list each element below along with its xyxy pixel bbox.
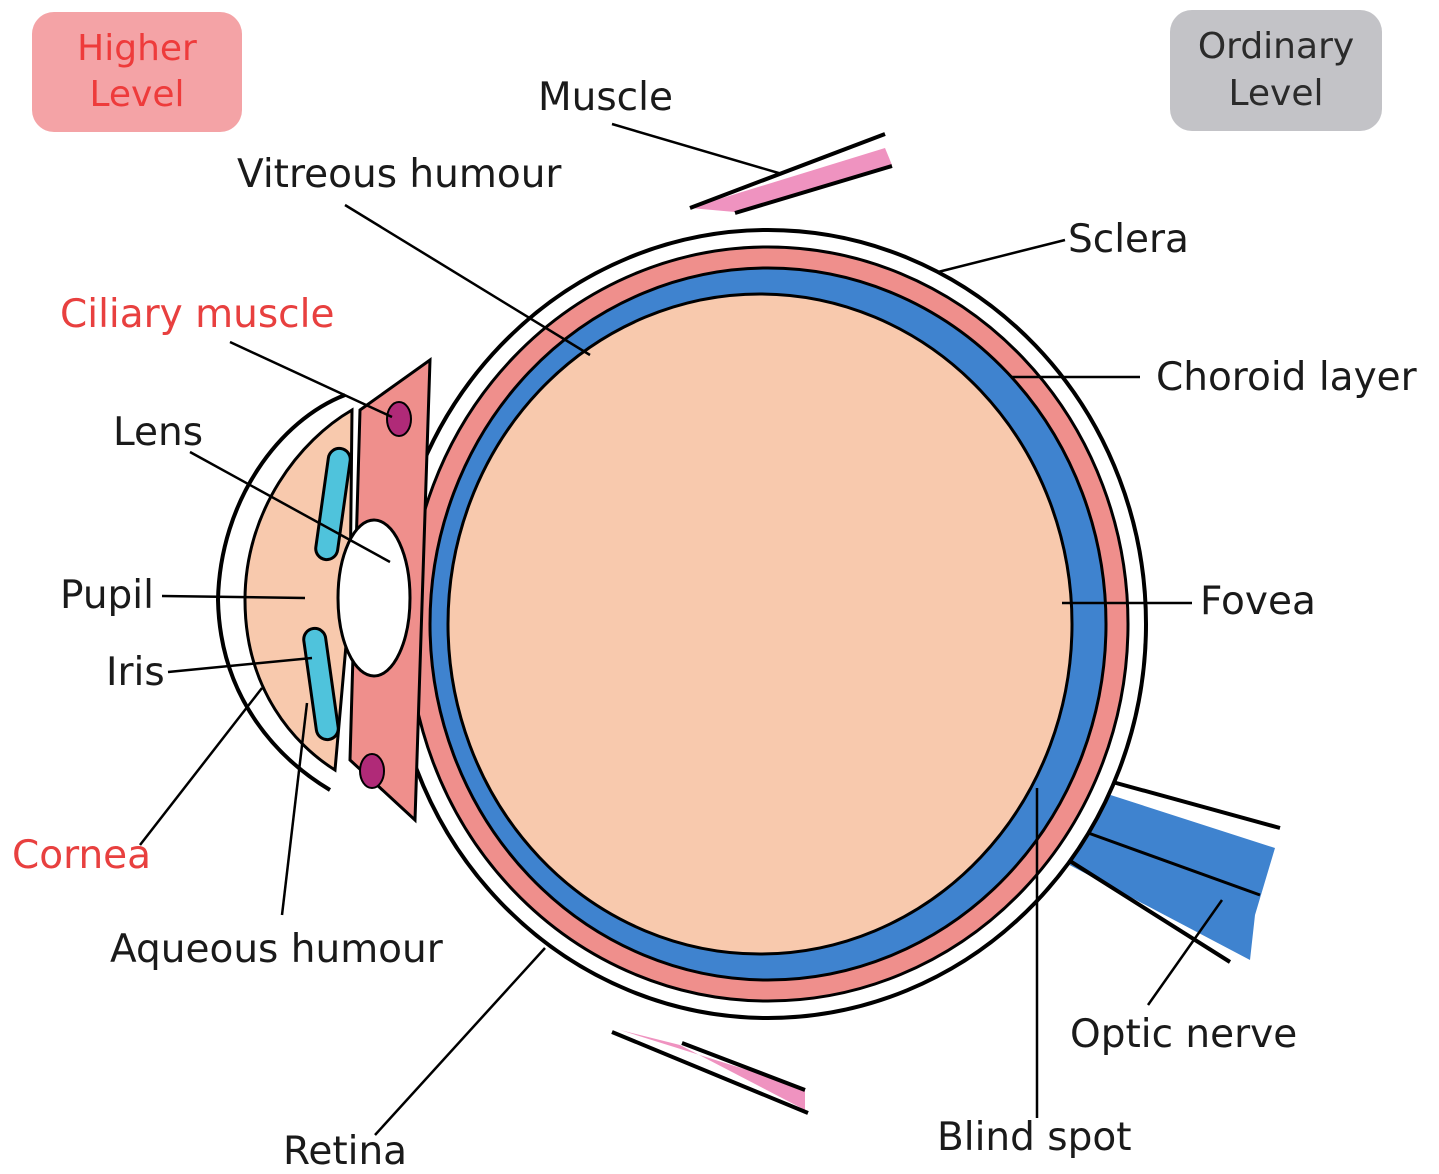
label-aqueous-humour: Aqueous humour xyxy=(110,930,443,969)
label-blind-spot: Blind spot xyxy=(937,1118,1132,1157)
label-sclera: Sclera xyxy=(1068,220,1189,259)
label-cornea: Cornea xyxy=(12,836,151,875)
label-vitreous-humour: Vitreous humour xyxy=(237,155,561,194)
ciliary-muscle-top xyxy=(387,402,411,436)
ordinary-level-line2: Level xyxy=(1228,71,1323,117)
label-fovea: Fovea xyxy=(1200,582,1316,621)
ordinary-level-line1: Ordinary xyxy=(1198,24,1354,70)
label-iris: Iris xyxy=(106,653,165,692)
label-choroid-layer: Choroid layer xyxy=(1156,358,1417,397)
ordinary-level-badge: Ordinary Level xyxy=(1170,10,1382,131)
muscle-bottom xyxy=(612,1030,808,1113)
vitreous-humour-shape xyxy=(448,294,1072,954)
higher-level-line1: Higher xyxy=(77,26,197,72)
lens-shape xyxy=(338,520,410,676)
higher-level-badge: Higher Level xyxy=(32,12,242,132)
label-ciliary-muscle: Ciliary muscle xyxy=(60,295,334,334)
label-pupil: Pupil xyxy=(60,576,154,615)
ciliary-muscle-bottom xyxy=(360,754,384,788)
higher-level-line2: Level xyxy=(89,72,184,118)
label-optic-nerve: Optic nerve xyxy=(1070,1015,1297,1054)
label-retina: Retina xyxy=(283,1132,407,1171)
label-lens: Lens xyxy=(113,413,203,452)
muscle-top xyxy=(690,134,892,213)
label-muscle: Muscle xyxy=(538,78,673,117)
